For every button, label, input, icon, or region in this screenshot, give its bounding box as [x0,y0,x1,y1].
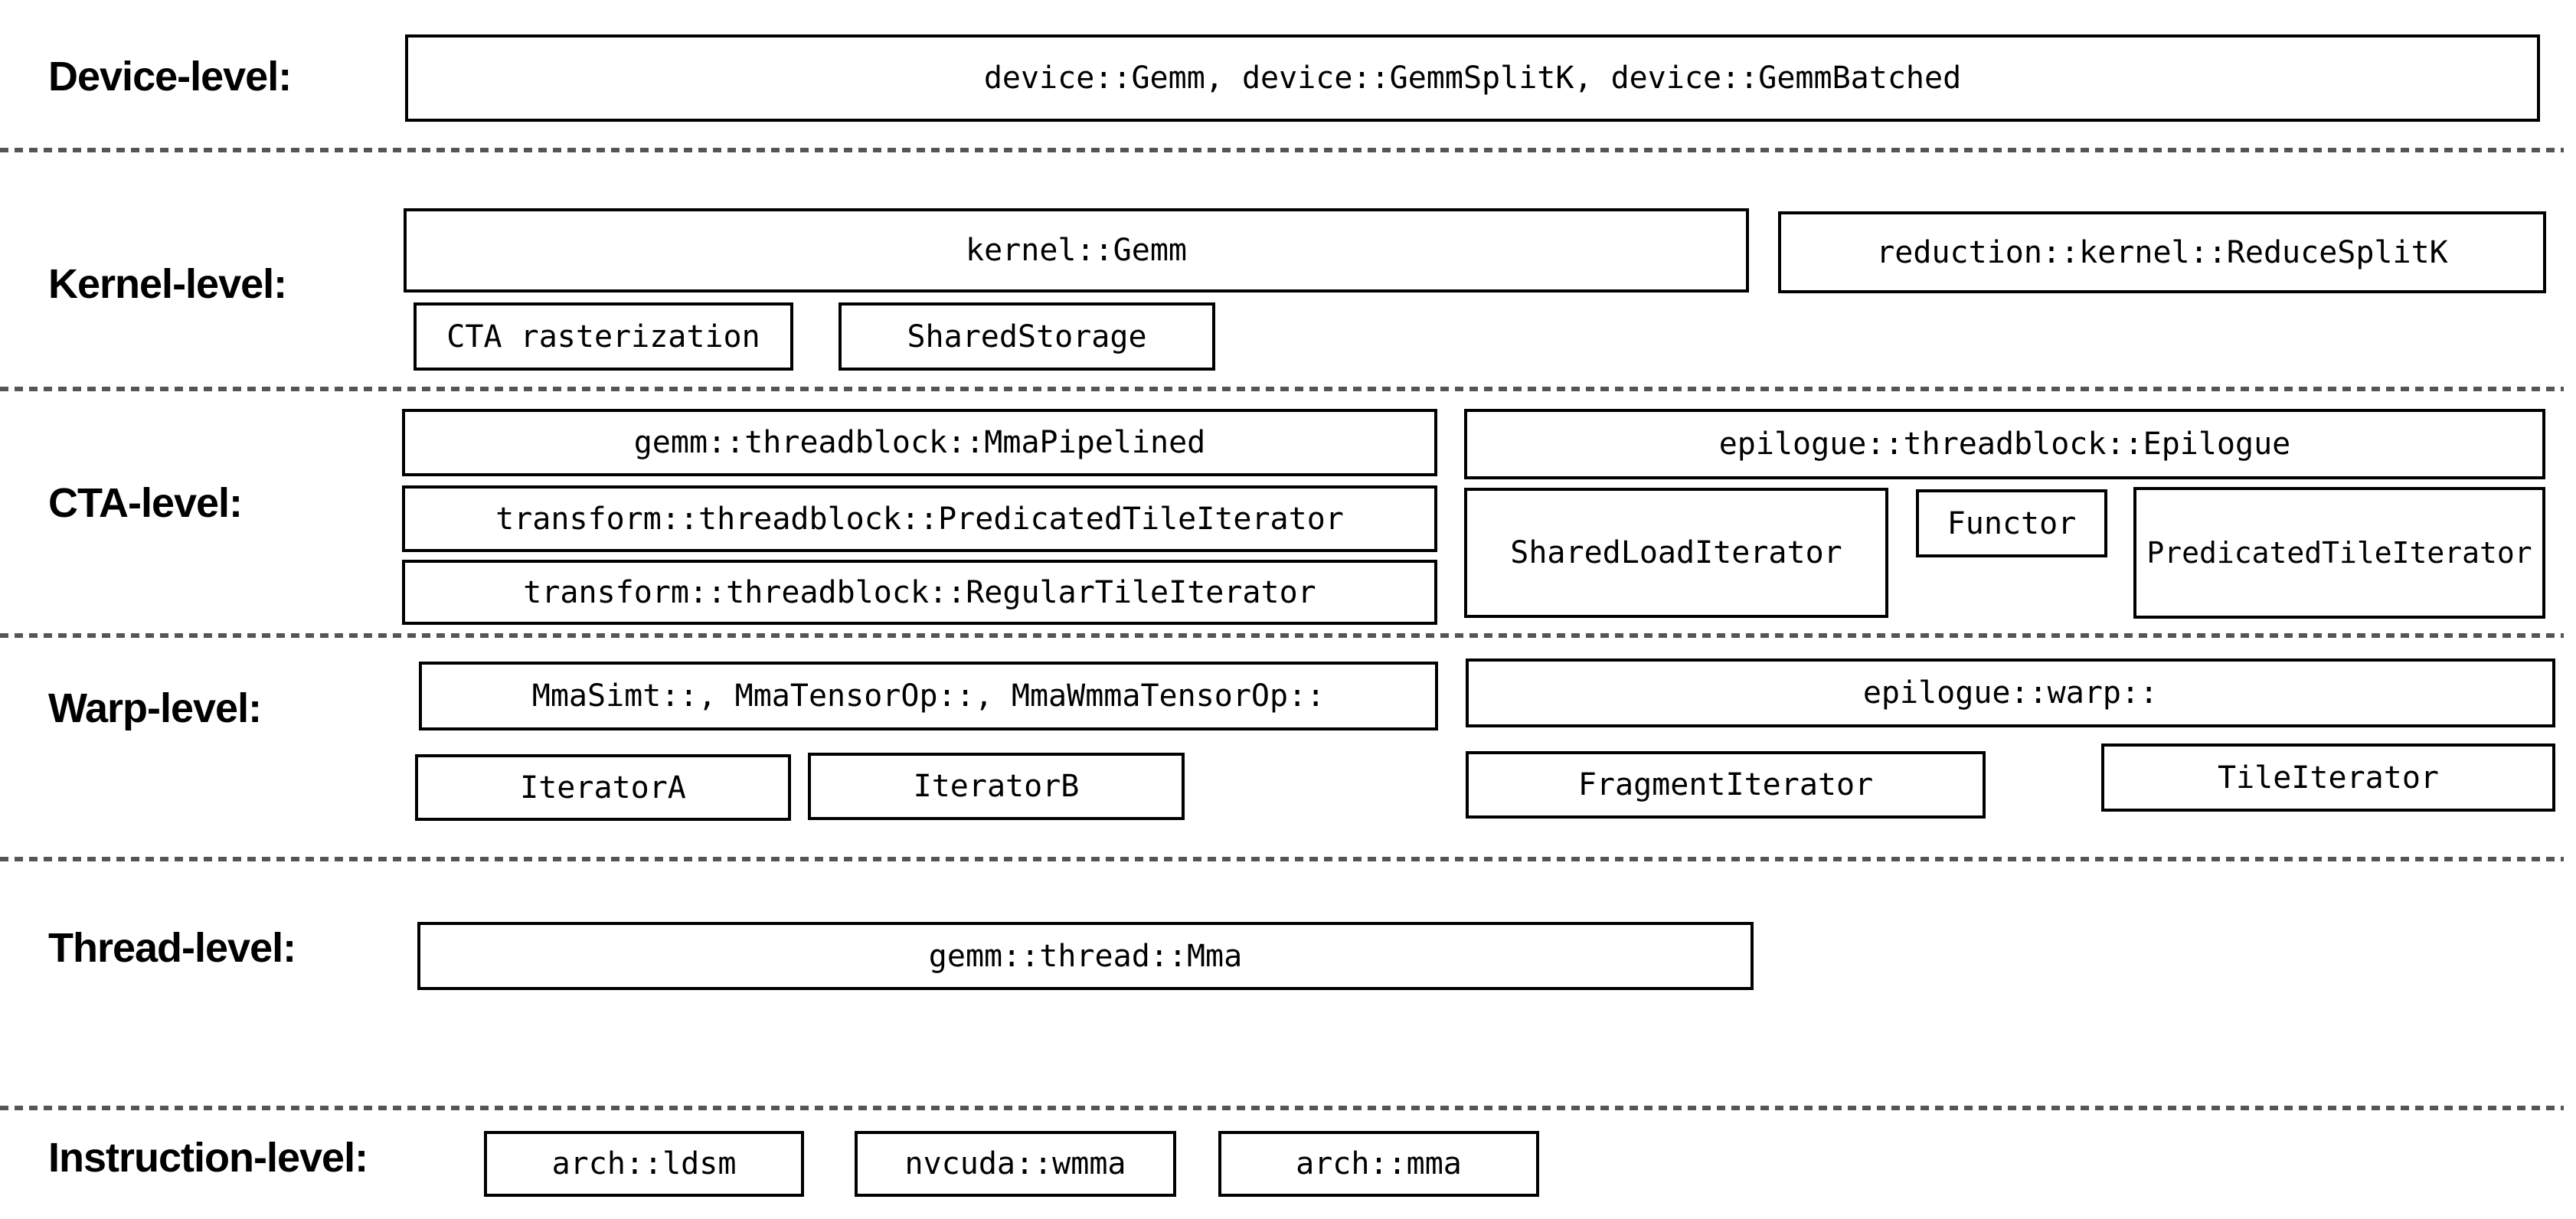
box-fragment-iterator: FragmentIterator [1466,751,1986,819]
dashed-separator [0,1106,2564,1110]
dashed-separator [0,387,2564,391]
box-arch-mma: arch::mma [1218,1131,1539,1197]
box-epilogue-predicated-tile-iterator: PredicatedTileIterator [2133,487,2545,619]
row-label-instruction-level: Instruction-level: [48,1135,368,1181]
box-transform-threadblock-predicated-tile-iterator: transform::threadblock::PredicatedTileIt… [402,485,1437,552]
dashed-separator [0,633,2564,638]
box-arch-ldsm: arch::ldsm [484,1131,804,1197]
row-label-cta-level: CTA-level: [48,480,243,526]
box-device-gemm-variants: device::Gemm, device::GemmSplitK, device… [405,34,2540,122]
box-warp-mma-variants: MmaSimt::, MmaTensorOp::, MmaWmmaTensorO… [419,662,1438,730]
box-kernel-gemm: kernel::Gemm [404,208,1749,292]
box-gemm-threadblock-mma-pipelined: gemm::threadblock::MmaPipelined [402,409,1437,476]
box-gemm-thread-mma: gemm::thread::Mma [417,922,1754,990]
box-transform-threadblock-regular-tile-iterator: transform::threadblock::RegularTileItera… [402,560,1437,625]
box-iterator-a: IteratorA [415,754,791,821]
box-iterator-b: IteratorB [808,753,1185,820]
box-epilogue-threadblock-epilogue: epilogue::threadblock::Epilogue [1464,409,2545,479]
box-shared-load-iterator: SharedLoadIterator [1464,488,1888,618]
row-label-kernel-level: Kernel-level: [48,261,287,307]
row-label-thread-level: Thread-level: [48,925,296,971]
dashed-separator [0,148,2564,152]
box-shared-storage: SharedStorage [839,302,1215,371]
box-functor: Functor [1916,489,2107,557]
box-nvcuda-wmma: nvcuda::wmma [855,1131,1176,1197]
row-label-warp-level: Warp-level: [48,685,262,731]
box-epilogue-warp: epilogue::warp:: [1466,659,2555,727]
row-label-device-level: Device-level: [48,54,292,100]
box-cta-rasterization: CTA rasterization [414,302,793,371]
dashed-separator [0,857,2564,861]
box-reduction-kernel-reduce-splitk: reduction::kernel::ReduceSplitK [1778,211,2546,293]
box-tile-iterator: TileIterator [2101,743,2555,812]
